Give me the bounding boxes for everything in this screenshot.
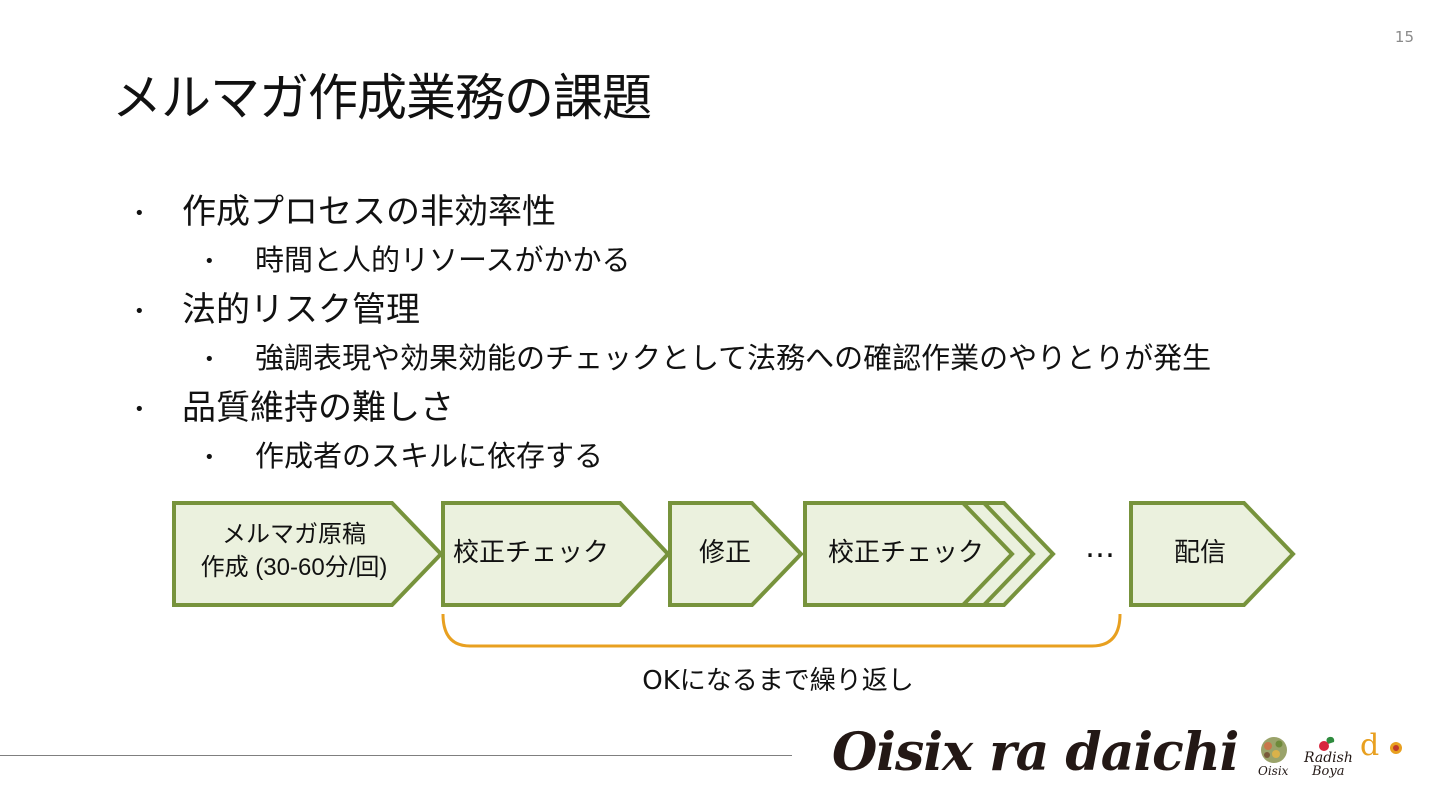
slide-title: メルマガ作成業務の課題 xyxy=(112,69,652,127)
page-number: 15 xyxy=(1394,28,1414,46)
radish-wordmark: Radish xyxy=(1304,750,1353,766)
sub-bullet-item: • 作成者のスキルに依存する xyxy=(130,432,1370,480)
bullet-list: • 作成プロセスの非効率性 • 時間と人的リソースがかかる • 法的リスク管理 … xyxy=(130,188,1370,482)
sub-bullet-item: • 強調表現や効果効能のチェックとして法務への確認作業のやりとりが発生 xyxy=(130,334,1370,382)
daichi-logo xyxy=(1390,742,1402,754)
step-deliver-label: 配信 xyxy=(1173,537,1226,567)
step-draft-line1: メルマガ原稿 xyxy=(222,521,366,548)
repeat-label: OKになるまで繰り返し xyxy=(642,666,914,696)
sub-brand-logos: Oisix Radish Boya d xyxy=(1252,728,1416,782)
bullet-text: 法的リスク管理 xyxy=(182,290,420,330)
radish-boya-logo xyxy=(1319,736,1335,751)
step-fix-label: 修正 xyxy=(698,537,751,567)
step-proofread-repeat-label: 校正チェック xyxy=(827,537,984,567)
brand-logo: Oisix ra daichi xyxy=(832,722,1239,783)
bullet-dot: • xyxy=(134,301,145,322)
sub-bullet-text: 作成者のスキルに依存する xyxy=(255,439,604,473)
bullet-dot: • xyxy=(134,203,145,224)
oisix-wordmark: Oisix xyxy=(1258,764,1289,778)
step-fix-shape xyxy=(668,501,804,607)
oisix-logo xyxy=(1261,737,1287,763)
step-proofread-label: 校正チェック xyxy=(452,537,609,567)
step-draft-shape xyxy=(172,501,444,607)
flow-ellipsis: … xyxy=(1085,530,1115,565)
sub-bullet-text: 時間と人的リソースがかかる xyxy=(255,243,631,277)
bullet-item: • 作成プロセスの非効率性 xyxy=(130,188,1370,236)
bullet-dot: • xyxy=(204,349,215,370)
step-proofread-repeat-shape xyxy=(803,501,1015,607)
bullet-text: 作成プロセスの非効率性 xyxy=(182,192,556,232)
footer-divider xyxy=(0,755,792,756)
step-draft-line2: 作成 (30-60分/回) xyxy=(200,554,388,581)
bullet-dot: • xyxy=(134,399,145,420)
step-draft-label: メルマガ原稿 作成 (30-60分/回) xyxy=(178,518,410,584)
bullet-item: • 品質維持の難しさ xyxy=(130,384,1370,432)
repeat-bracket xyxy=(441,613,1122,648)
daichi-wordmark: d xyxy=(1360,728,1380,763)
sub-bullet-text: 強調表現や効果効能のチェックとして法務への確認作業のやりとりが発生 xyxy=(255,341,1212,375)
bullet-text: 品質維持の難しさ xyxy=(182,388,454,428)
bullet-item: • 法的リスク管理 xyxy=(130,286,1370,334)
bullet-dot: • xyxy=(204,447,215,468)
bullet-dot: • xyxy=(204,251,215,272)
boya-wordmark: Boya xyxy=(1312,764,1345,779)
sub-brand-marks xyxy=(1261,736,1402,763)
step-proofread-shape xyxy=(441,501,671,607)
step-deliver-shape xyxy=(1129,501,1296,607)
sub-bullet-item: • 時間と人的リソースがかかる xyxy=(130,236,1370,284)
